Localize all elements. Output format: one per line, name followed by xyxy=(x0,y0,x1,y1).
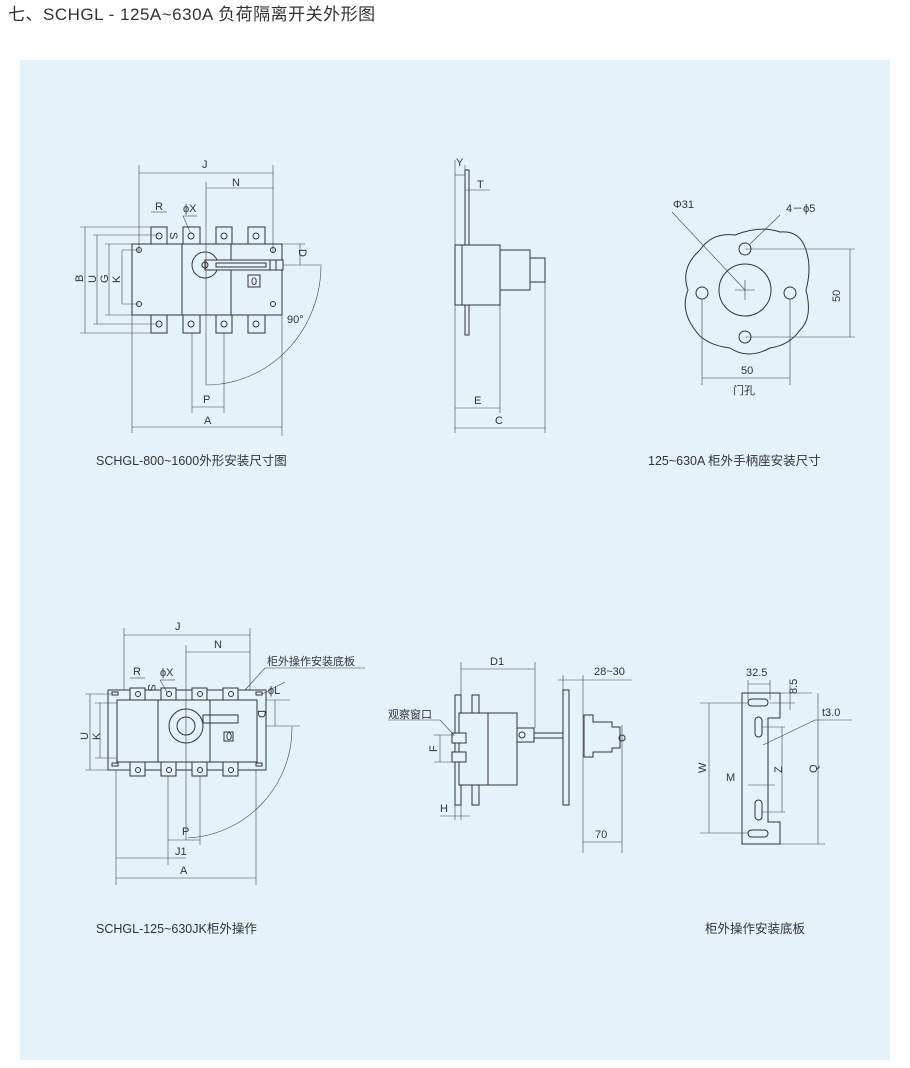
dim-phiL: ϕL xyxy=(268,685,280,697)
switch-mark: 0 xyxy=(251,276,257,288)
dim-S: S xyxy=(145,684,157,691)
window-label: 观察窗口 xyxy=(388,707,432,721)
dim-U: U xyxy=(79,732,91,740)
dim-Y: Y xyxy=(456,157,464,169)
dim-A: A xyxy=(180,865,188,877)
dim-N: N xyxy=(214,639,222,651)
dim-J1: J1 xyxy=(175,846,187,858)
dim-N: N xyxy=(232,177,240,189)
dim-E: E xyxy=(474,395,481,407)
dim-height: 50 xyxy=(831,290,843,302)
dim-M: M xyxy=(726,772,735,784)
page-title: 七、SCHGL - 125A~630A 负荷隔离开关外形图 xyxy=(8,5,376,24)
dim-F: F xyxy=(428,745,440,752)
dim-W: W xyxy=(697,762,709,773)
switch-mark: 0 xyxy=(226,731,232,743)
base-plate-label: 柜外操作安装底板 xyxy=(267,654,355,668)
dim-R: R xyxy=(133,666,141,678)
dim-R: R xyxy=(155,201,163,213)
dim-P: P xyxy=(203,394,210,406)
dim-P: P xyxy=(182,826,189,838)
switch-jk-front-view: 0 J N R ϕX S 柜外操作安装底板 ϕL U K D P J1 A xyxy=(79,621,365,885)
dim-8-5: 8.5 xyxy=(788,679,800,694)
dim-Q: Q xyxy=(808,764,820,773)
dim-B: B xyxy=(74,275,86,282)
dim-D: D xyxy=(255,710,267,718)
dim-G: G xyxy=(99,274,111,283)
dim-depth: 70 xyxy=(595,829,607,841)
switch-front-view-800-1600: 0 J N R ϕX S B U G K D 90° P A xyxy=(74,159,322,436)
external-operation-side-view: D1 28~30 观察窗口 F H 70 xyxy=(388,656,632,853)
dim-phiX: ϕX xyxy=(160,667,174,679)
dim-U: U xyxy=(87,275,99,283)
caption-top-left: SCHGL-800~1600外形安装尺寸图 xyxy=(96,453,287,468)
terminals-top xyxy=(129,687,239,701)
dim-thickness: t3.0 xyxy=(822,707,840,719)
rotation-angle: 90° xyxy=(287,314,304,326)
dim-D: D xyxy=(296,249,308,257)
dim-S: S xyxy=(167,232,179,239)
dim-K: K xyxy=(91,732,103,740)
dim-T: T xyxy=(477,179,484,191)
dim-H: H xyxy=(440,803,448,815)
terminals-bottom xyxy=(150,314,266,334)
caption-bottom-left: SCHGL-125~630JK柜外操作 xyxy=(96,921,257,936)
dim-range: 28~30 xyxy=(594,666,625,678)
dim-32-5: 32.5 xyxy=(746,667,767,679)
dim-Z: Z xyxy=(773,766,785,773)
terminals-bottom xyxy=(129,761,239,777)
dim-J: J xyxy=(175,621,181,633)
door-hole-label: 门孔 xyxy=(733,383,755,397)
caption-bottom-right: 柜外操作安装底板 xyxy=(705,921,806,936)
dim-K: K xyxy=(111,275,123,283)
dim-A: A xyxy=(204,415,212,427)
mounting-base-plate: 32.5 8.5 t3.0 W M Z Q xyxy=(697,667,852,845)
dim-C: C xyxy=(495,415,503,427)
dim-J: J xyxy=(202,159,208,171)
terminals-top xyxy=(150,226,266,245)
caption-top-right: 125~630A 柜外手柄座安装尺寸 xyxy=(648,453,821,468)
switch-side-view: Y T E C xyxy=(454,157,546,433)
dim-width: 50 xyxy=(741,365,753,377)
door-hole-layout: Φ31 4－ϕ5 50 50 门孔 xyxy=(671,199,855,397)
dim-holes: 4－ϕ5 xyxy=(786,203,815,215)
dim-D1: D1 xyxy=(490,656,504,668)
dim-center-hole: Φ31 xyxy=(673,199,694,211)
dim-phiX: ϕX xyxy=(183,203,197,215)
